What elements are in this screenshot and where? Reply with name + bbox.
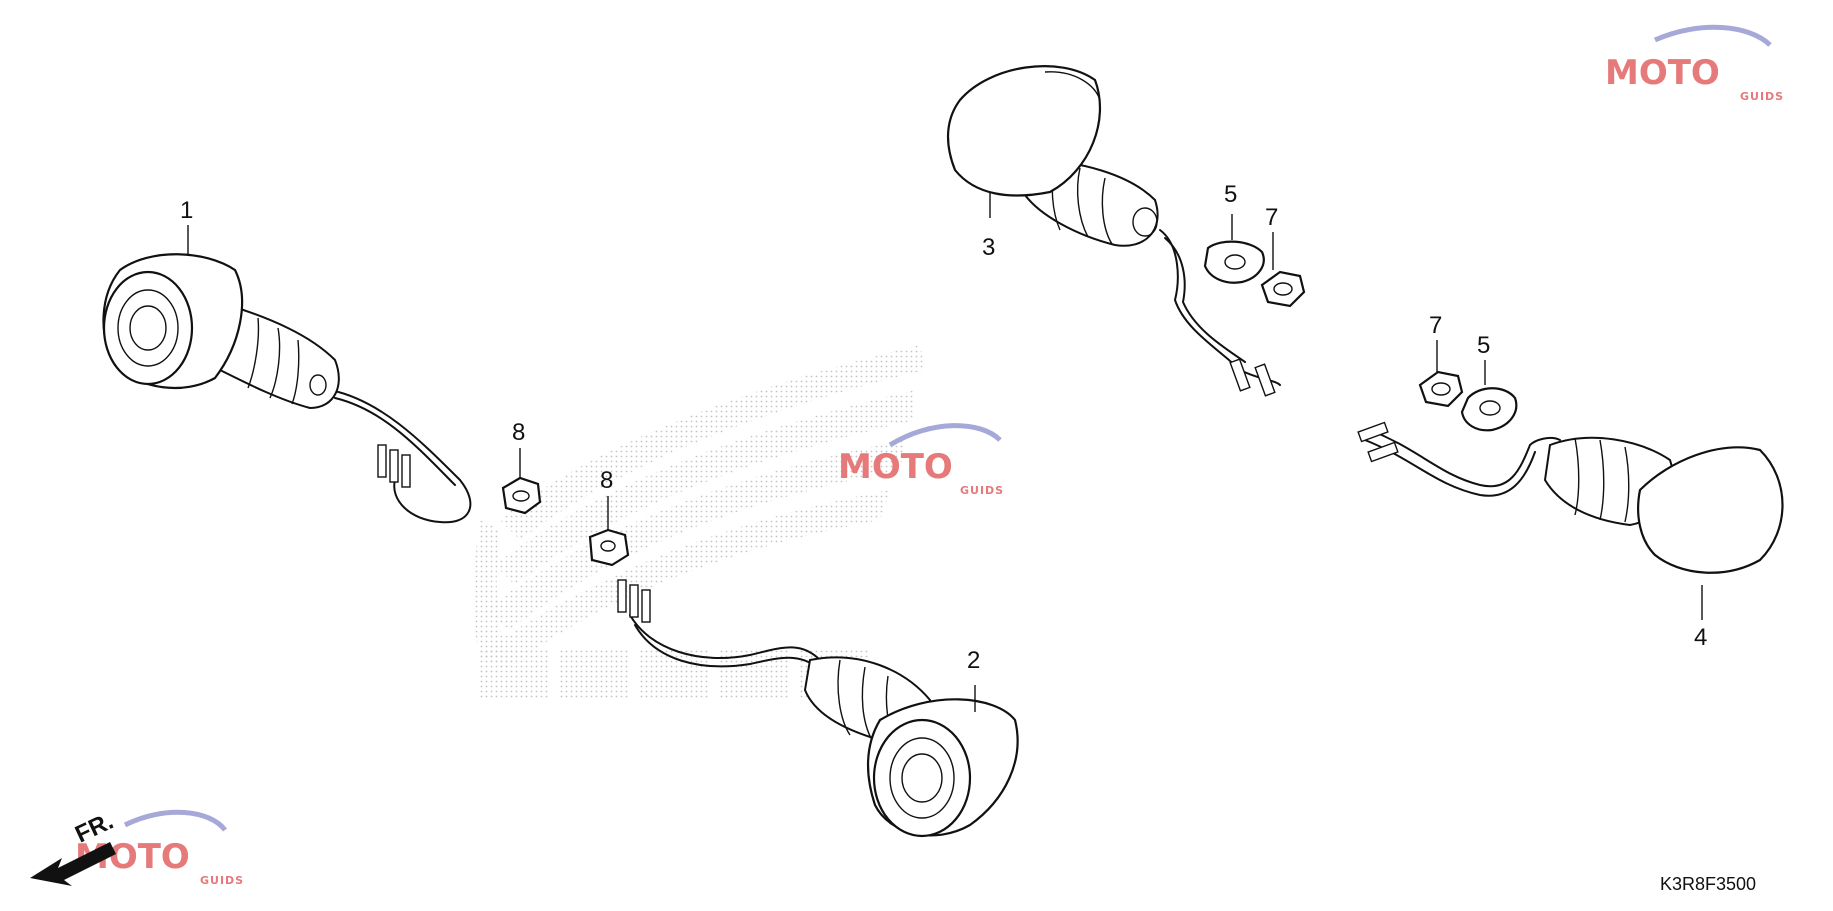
leader-lines [187, 192, 1703, 712]
svg-text:GUIDS: GUIDS [1740, 90, 1784, 103]
winker-part-1 [102, 253, 472, 524]
callout-7b: 7 [1429, 312, 1442, 339]
nut-part-7a [1260, 270, 1306, 308]
washer-part-5a [1203, 240, 1265, 284]
watermark-logo-bottom-left: MOTO GUIDS [75, 809, 244, 887]
callout-3: 3 [982, 234, 995, 261]
winker-part-3 [946, 65, 1281, 397]
callout-8b: 8 [600, 467, 613, 494]
background-wing-emblem [473, 345, 925, 700]
callout-5a: 5 [1224, 181, 1237, 208]
diagram-code: K3R8F3500 [1660, 874, 1756, 894]
watermark-logo-center: MOTO GUIDS [838, 423, 1004, 497]
watermark-logo-top-right: MOTO GUIDS [1605, 24, 1784, 103]
washer-part-5b [1460, 387, 1518, 432]
svg-text:MOTO: MOTO [1605, 53, 1720, 93]
svg-text:MOTO: MOTO [838, 447, 953, 487]
callout-4: 4 [1694, 624, 1707, 651]
front-direction-arrow-icon [30, 842, 116, 886]
callout-2: 2 [967, 647, 980, 674]
callout-1: 1 [180, 197, 193, 224]
callout-8a: 8 [512, 419, 525, 446]
winker-part-2 [617, 579, 1019, 838]
grommet-part-8b [588, 528, 630, 567]
svg-text:GUIDS: GUIDS [200, 874, 244, 887]
callout-7a: 7 [1265, 204, 1278, 231]
svg-text:GUIDS: GUIDS [960, 484, 1004, 497]
nut-part-7b [1418, 370, 1464, 408]
callout-5b: 5 [1477, 332, 1490, 359]
winker-part-4 [1357, 421, 1784, 574]
